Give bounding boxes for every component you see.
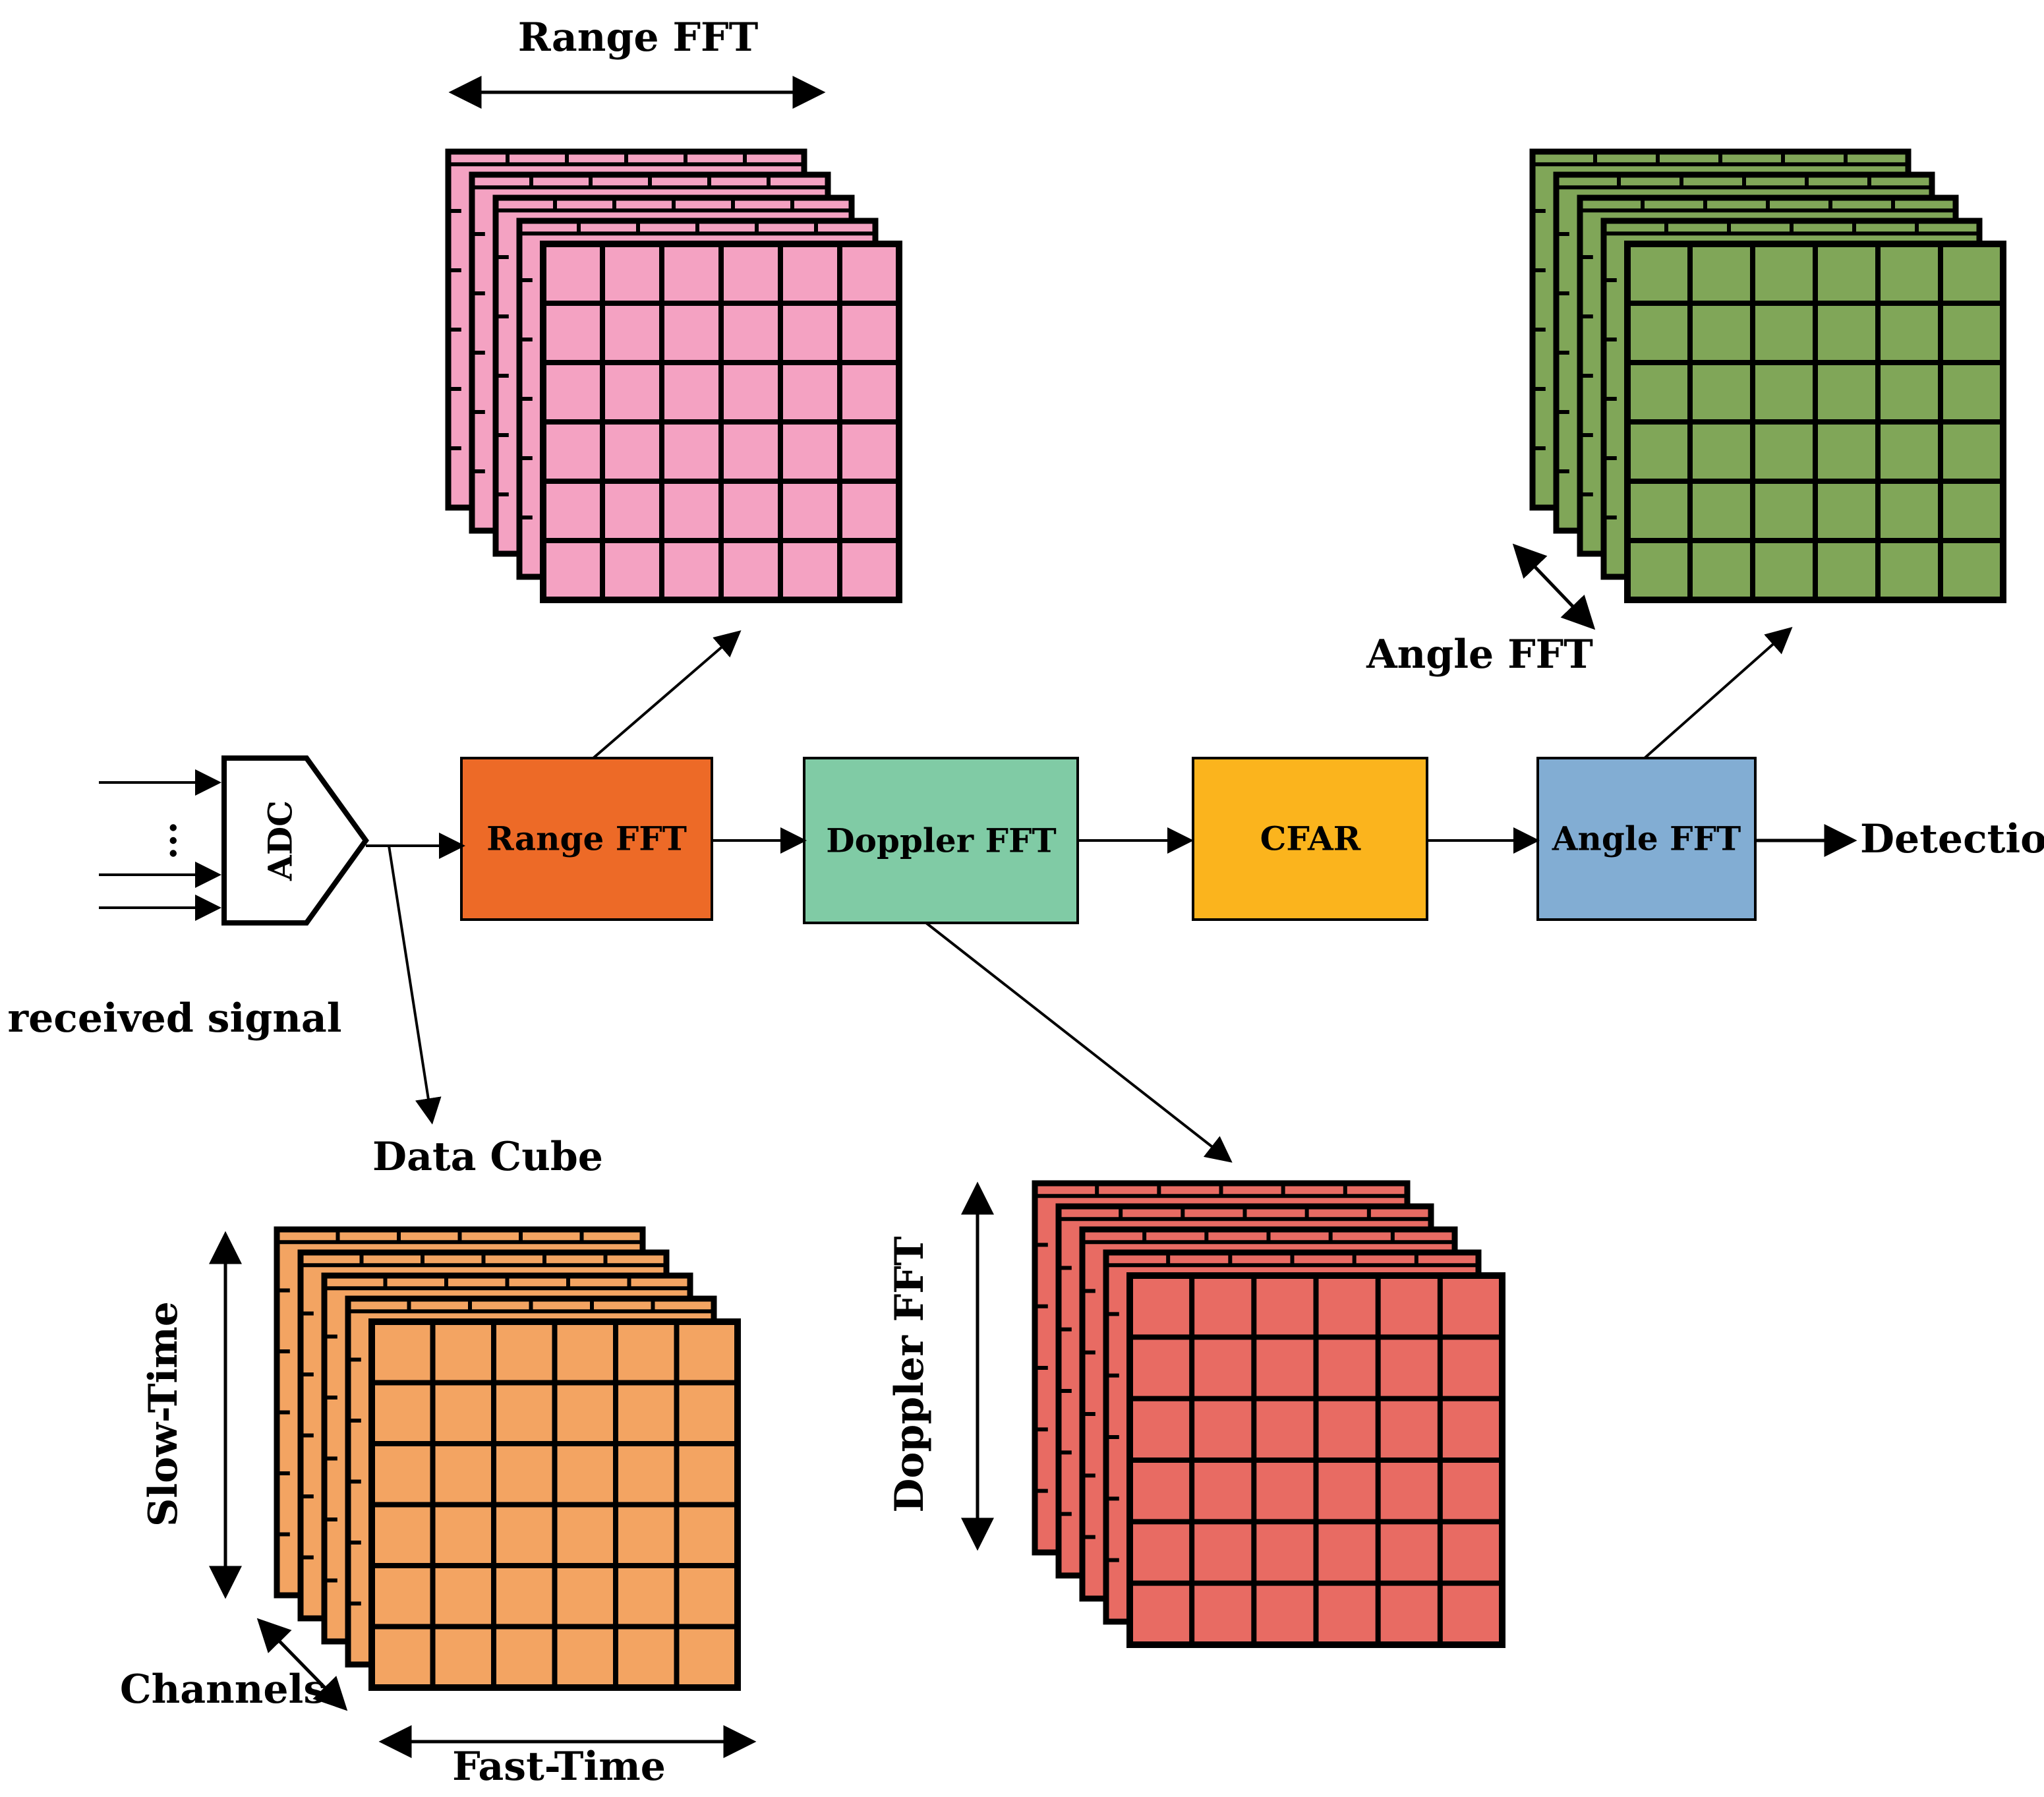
doppler-fft-block-label: Doppler FFT <box>826 821 1056 860</box>
angle-fft-title: Angle FFT <box>1366 632 1593 678</box>
adc-block: ADC <box>221 755 369 926</box>
adc-label: ADC <box>261 800 300 881</box>
flow-arrows <box>366 627 1857 1163</box>
cfar-block: CFAR <box>1192 757 1428 921</box>
range-fft-block-box <box>460 757 713 921</box>
detection-label: Detection <box>1860 816 2044 862</box>
angle-fft-cube <box>1529 148 2006 603</box>
input-ellipsis: ... <box>142 821 185 860</box>
doppler-fft-axis-label: Doppler FFT <box>887 1236 933 1513</box>
doppler-to-cube-arrow <box>925 922 1233 1163</box>
range-to-cube-arrow <box>592 630 742 759</box>
range-fft-cube <box>445 148 902 603</box>
range-fft-title: Range FFT <box>518 15 759 61</box>
range-fft-block: Range FFT <box>460 757 713 921</box>
range-fft-cube-layer-5 <box>540 241 902 603</box>
cfar-block-label: CFAR <box>1260 819 1361 858</box>
angle-fft-block-label: Angle FFT <box>1552 819 1741 858</box>
adc-to-datacube-arrow <box>388 845 442 1125</box>
angle-fft-cube-layer-5 <box>1624 241 2006 603</box>
channels-dimension-arrow <box>256 1618 348 1711</box>
slow-time-label: Slow-Time <box>140 1301 187 1527</box>
doppler-fft-cube <box>1032 1180 1505 1648</box>
data-cube <box>274 1226 741 1691</box>
fast-time-label: Fast-Time <box>452 1744 666 1790</box>
input-arrows <box>99 769 221 921</box>
data-cube-label: Data Cube <box>372 1134 603 1180</box>
angle-fft-dimension-arrow <box>1512 543 1596 630</box>
channels-label: Channels <box>120 1666 326 1713</box>
data-cube-layer-5 <box>368 1318 741 1691</box>
doppler-fft-block: Doppler FFT <box>803 757 1079 924</box>
range-fft-block-label: Range FFT <box>486 819 687 858</box>
doppler-fft-cube-layer-5 <box>1126 1272 1505 1648</box>
cfar-block-box <box>1192 757 1428 921</box>
angle-fft-block: Angle FFT <box>1536 757 1757 921</box>
received-signal-label: received signal <box>8 995 342 1042</box>
angle-to-cube-arrow <box>1643 627 1793 759</box>
dimension-arrows <box>209 76 1596 1758</box>
